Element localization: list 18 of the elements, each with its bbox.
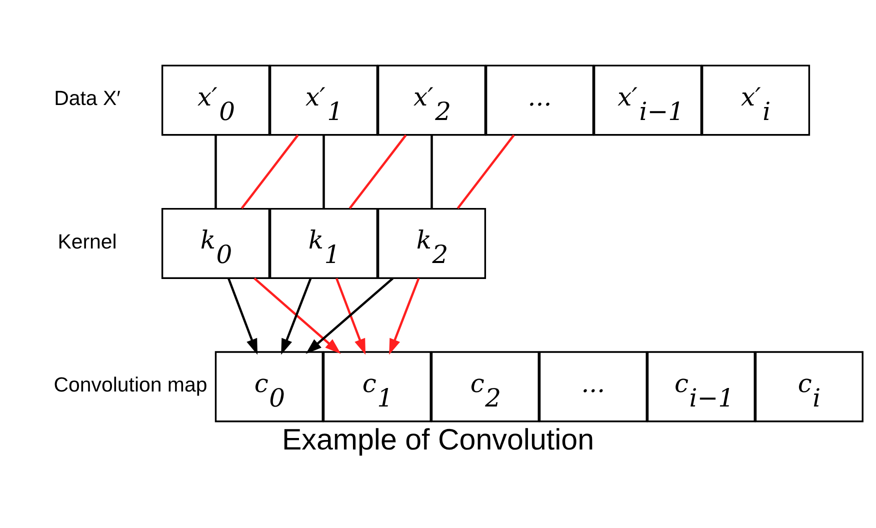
arrow bbox=[227, 277, 258, 354]
connector bbox=[430, 134, 433, 208]
node-box: ... bbox=[538, 350, 648, 422]
connector bbox=[240, 134, 299, 209]
arrow bbox=[254, 277, 341, 354]
arrow bbox=[389, 277, 420, 354]
connector bbox=[214, 134, 217, 208]
arrow bbox=[335, 277, 366, 354]
connector bbox=[348, 134, 407, 209]
label: Convolution map bbox=[54, 373, 208, 396]
label: Kernel bbox=[58, 230, 117, 253]
arrow bbox=[306, 277, 394, 354]
arrow bbox=[281, 277, 312, 354]
connector bbox=[456, 134, 515, 209]
caption: Example of Convolution bbox=[282, 423, 594, 456]
node-box: ... bbox=[485, 64, 594, 136]
label: Data X′ bbox=[54, 86, 120, 110]
connector bbox=[322, 134, 325, 208]
